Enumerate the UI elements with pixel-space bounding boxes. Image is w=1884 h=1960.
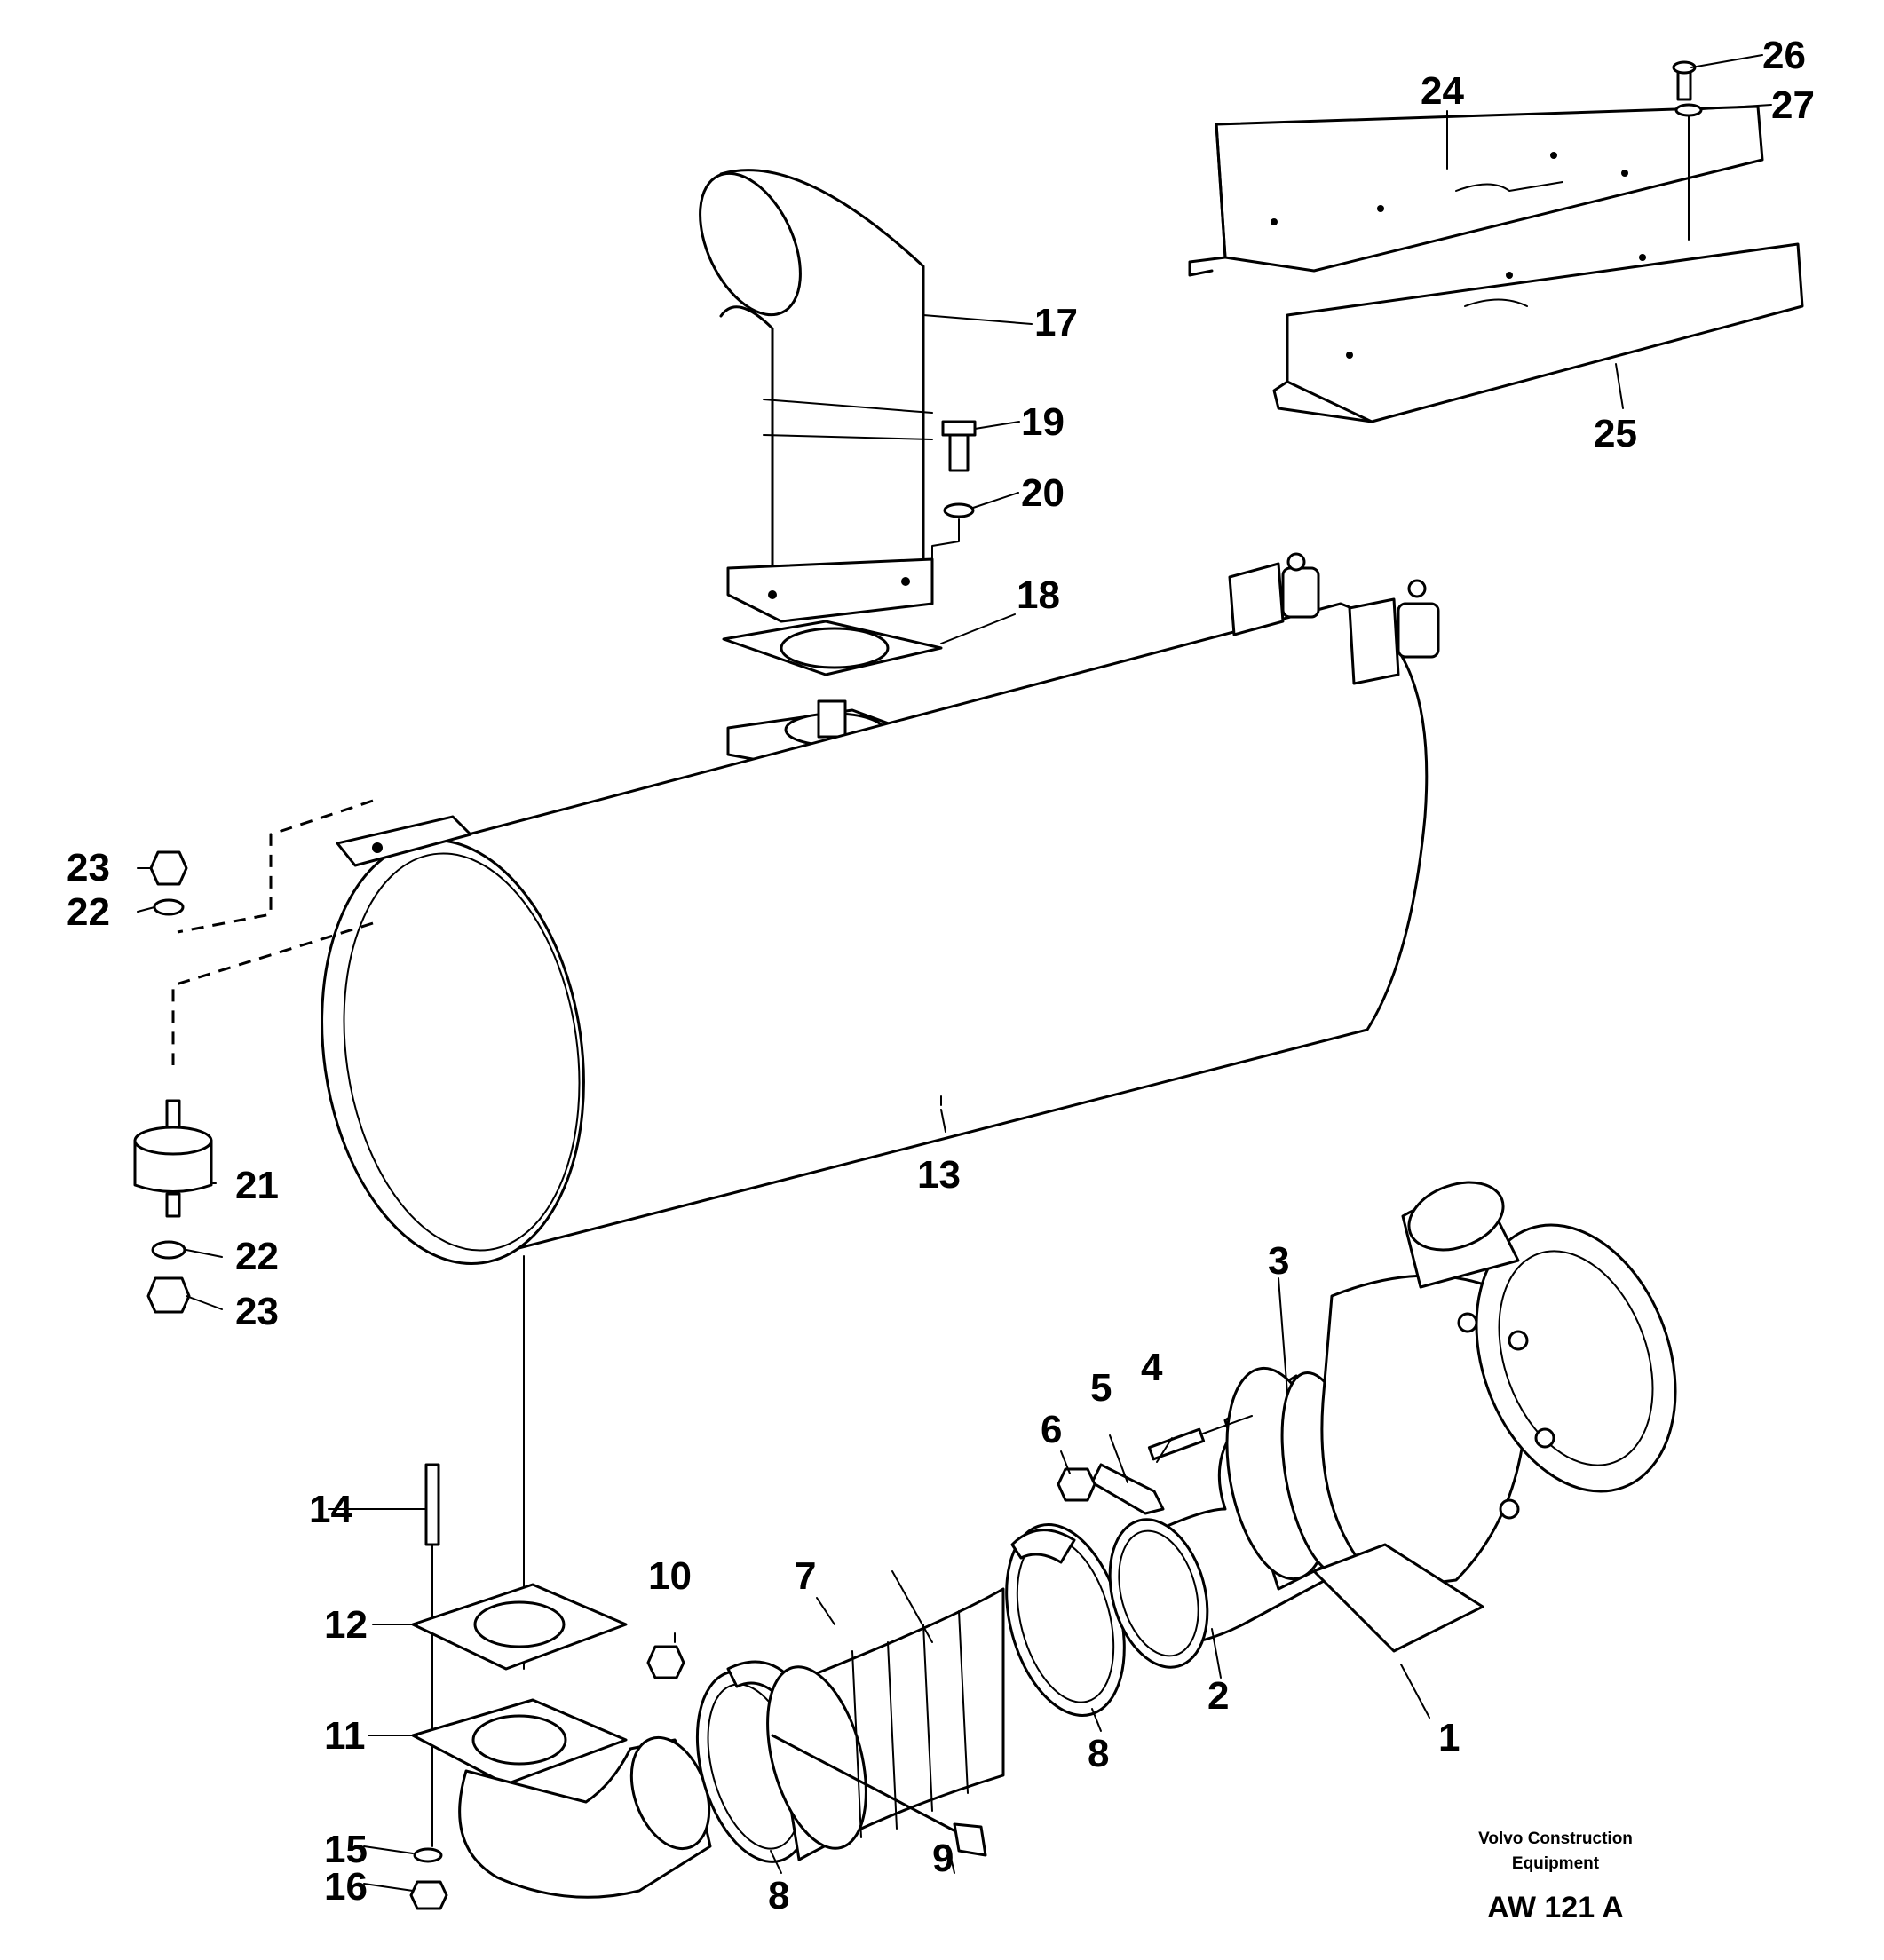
callout-16: 16 xyxy=(324,1865,368,1909)
callout-6: 6 xyxy=(1041,1408,1062,1451)
callout-27: 27 xyxy=(1771,83,1815,127)
gasket-18 xyxy=(722,620,943,676)
callout-22-upper: 22 xyxy=(67,890,110,934)
callout-17: 17 xyxy=(1034,301,1078,344)
exhaust-stack-pipe-17 xyxy=(699,169,934,623)
callout-19: 19 xyxy=(1021,400,1065,444)
callout-15: 15 xyxy=(324,1828,368,1871)
nut-10 xyxy=(646,1645,685,1679)
washer-15 xyxy=(413,1847,443,1863)
callout-8-right: 8 xyxy=(1088,1732,1109,1775)
callout-18: 18 xyxy=(1017,573,1060,617)
heat-shield-lower-25 xyxy=(1272,242,1804,423)
heat-shield-upper-24 xyxy=(1188,105,1764,277)
nut-23-lower xyxy=(146,1276,191,1314)
callout-13: 13 xyxy=(917,1153,961,1197)
drawing-code: AW 121 A xyxy=(1487,1891,1624,1924)
clamp-8-right xyxy=(1005,1523,1126,1717)
callout-5: 5 xyxy=(1090,1366,1112,1410)
washer-22-upper xyxy=(153,898,185,916)
turbocharger-1 xyxy=(1312,1181,1677,1653)
callout-22-lower: 22 xyxy=(235,1235,279,1278)
callout-4: 4 xyxy=(1141,1346,1163,1389)
brand-line-2: Equipment xyxy=(1512,1854,1600,1873)
callout-9: 9 xyxy=(932,1837,954,1880)
callout-8-left: 8 xyxy=(768,1874,789,1917)
callout-23-upper: 23 xyxy=(67,846,110,889)
gasket-12 xyxy=(411,1583,628,1671)
brand-line-1: Volvo Construction xyxy=(1478,1830,1633,1848)
callout-2: 2 xyxy=(1207,1674,1229,1718)
mount-leader-upper xyxy=(177,799,374,934)
callout-11: 11 xyxy=(324,1714,366,1758)
callout-20: 20 xyxy=(1021,471,1065,515)
elbow-11 xyxy=(411,1698,712,1899)
callout-12: 12 xyxy=(324,1603,368,1647)
callout-10: 10 xyxy=(648,1554,692,1598)
callout-1: 1 xyxy=(1438,1716,1460,1759)
callout-25: 25 xyxy=(1594,412,1637,455)
muffler-13 xyxy=(321,552,1440,1266)
rubber-mount-21 xyxy=(133,1099,213,1218)
nut-23-upper xyxy=(149,850,188,886)
callout-3: 3 xyxy=(1268,1239,1289,1283)
bolt-19-washer-20 xyxy=(931,420,977,573)
callout-23-lower: 23 xyxy=(235,1290,279,1333)
callout-7: 7 xyxy=(795,1554,816,1598)
callout-21: 21 xyxy=(235,1164,279,1207)
stud-14 xyxy=(424,1463,440,1847)
callout-leaders xyxy=(137,54,1772,1892)
callout-24: 24 xyxy=(1421,69,1464,113)
washer-22-lower xyxy=(151,1240,186,1260)
callout-14: 14 xyxy=(309,1488,352,1531)
nut-16 xyxy=(409,1880,448,1910)
callout-26: 26 xyxy=(1762,34,1806,77)
bolt-9 xyxy=(771,1734,987,1857)
mount-leader-lower xyxy=(171,921,374,1065)
